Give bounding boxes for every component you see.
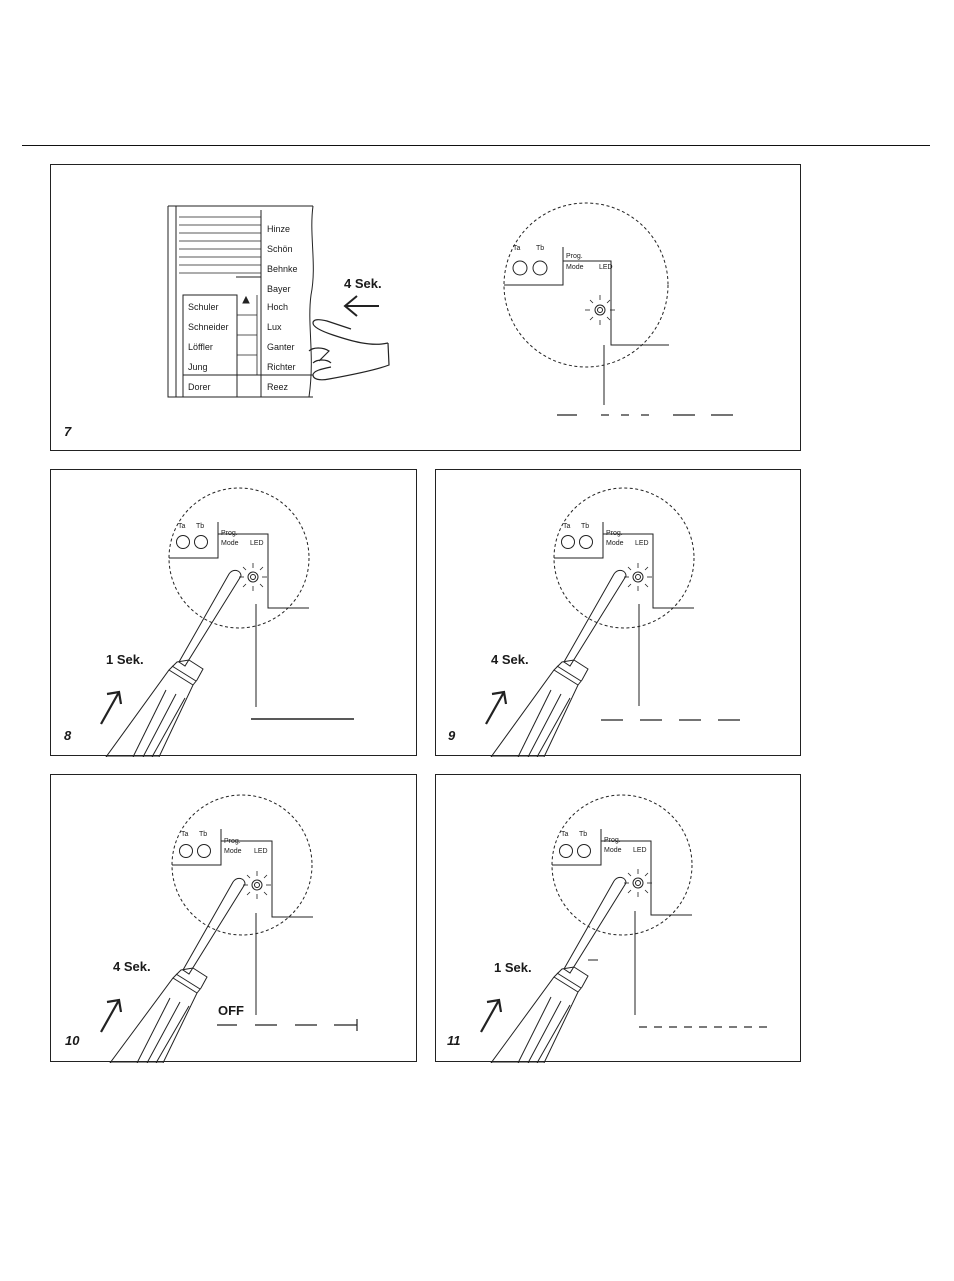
nameplate-right-name-6: Lux xyxy=(267,322,282,332)
ta-label: Ta xyxy=(513,245,521,252)
prog-label: Prog. xyxy=(566,253,583,260)
prog-label: Prog. xyxy=(224,838,241,845)
mode-label: Mode xyxy=(606,540,624,547)
tb-label: Tb xyxy=(536,245,545,252)
led-label: LED xyxy=(254,848,268,855)
figure-11-illustration xyxy=(480,794,767,1063)
figure-10-illustration xyxy=(100,794,358,1063)
nameplate-right-name-8: Richter xyxy=(267,362,296,372)
figure-number: 11 xyxy=(447,1033,461,1048)
figure-11-panel: Ta Tb Prog. Mode LED 1 Sek. 11 xyxy=(435,774,801,1063)
nameplate-left-name-1: Schuler xyxy=(188,302,219,312)
tb-label: Tb xyxy=(581,523,590,530)
mode-label: Mode xyxy=(224,848,242,855)
duration-label: 4 Sek. xyxy=(344,276,382,291)
led-label: LED xyxy=(599,264,613,271)
ta-label: Ta xyxy=(563,523,571,530)
nameplate-right-name-3: Behnke xyxy=(267,264,298,274)
duration-label: 4 Sek. xyxy=(113,959,151,974)
nameplate-left-name-4: Jung xyxy=(188,362,208,372)
nameplate-right-name-7: Ganter xyxy=(267,342,295,352)
nameplate-right-name-2: Schön xyxy=(267,244,293,254)
duration-label: 1 Sek. xyxy=(494,960,532,975)
figure-7-illustration xyxy=(167,202,733,416)
nameplate-right-name-5: Hoch xyxy=(267,302,289,312)
prog-label: Prog. xyxy=(604,837,621,844)
figure-8-illustration xyxy=(100,487,354,757)
ta-label: Ta xyxy=(561,831,569,838)
mode-label: Mode xyxy=(566,264,584,271)
mode-label: Mode xyxy=(604,847,622,854)
nameplate-left-name-2: Schneider xyxy=(188,322,229,332)
off-label: OFF xyxy=(218,1003,244,1018)
nameplate-left-name-3: Löffler xyxy=(188,342,213,352)
figure-number: 8 xyxy=(64,728,72,743)
tb-label: Tb xyxy=(579,831,588,838)
led-label: LED xyxy=(633,847,647,854)
led-label: LED xyxy=(250,540,264,547)
duration-label: 1 Sek. xyxy=(106,652,144,667)
prog-label: Prog. xyxy=(221,530,238,537)
figure-number: 10 xyxy=(65,1033,80,1048)
figure-9-panel: Ta Tb Prog. Mode LED 4 Sek. 9 xyxy=(435,469,801,757)
tb-label: Tb xyxy=(199,831,208,838)
figure-9-illustration xyxy=(485,487,740,757)
figure-10-panel: Ta Tb Prog. Mode LED 4 Sek. OFF 10 xyxy=(50,774,417,1063)
nameplate-right-name-4: Bayer xyxy=(267,284,291,294)
tb-label: Tb xyxy=(196,523,205,530)
figure-number: 7 xyxy=(64,424,72,439)
mode-label: Mode xyxy=(221,540,239,547)
prog-label: Prog. xyxy=(606,530,623,537)
figure-number: 9 xyxy=(448,728,456,743)
figure-8-panel: Ta Tb Prog. Mode LED 1 Sek. 8 xyxy=(50,469,417,757)
duration-label: 4 Sek. xyxy=(491,652,529,667)
nameplate-left-name-5: Dorer xyxy=(188,382,211,392)
nameplate-right-name-9: Reez xyxy=(267,382,289,392)
header-rule xyxy=(22,145,930,146)
ta-label: Ta xyxy=(178,523,186,530)
ta-label: Ta xyxy=(181,831,189,838)
nameplate-right-name-1: Hinze xyxy=(267,224,291,234)
figure-7-panel: Hinze Schön Behnke Bayer Hoch Lux Ganter… xyxy=(50,164,801,451)
led-label: LED xyxy=(635,540,649,547)
